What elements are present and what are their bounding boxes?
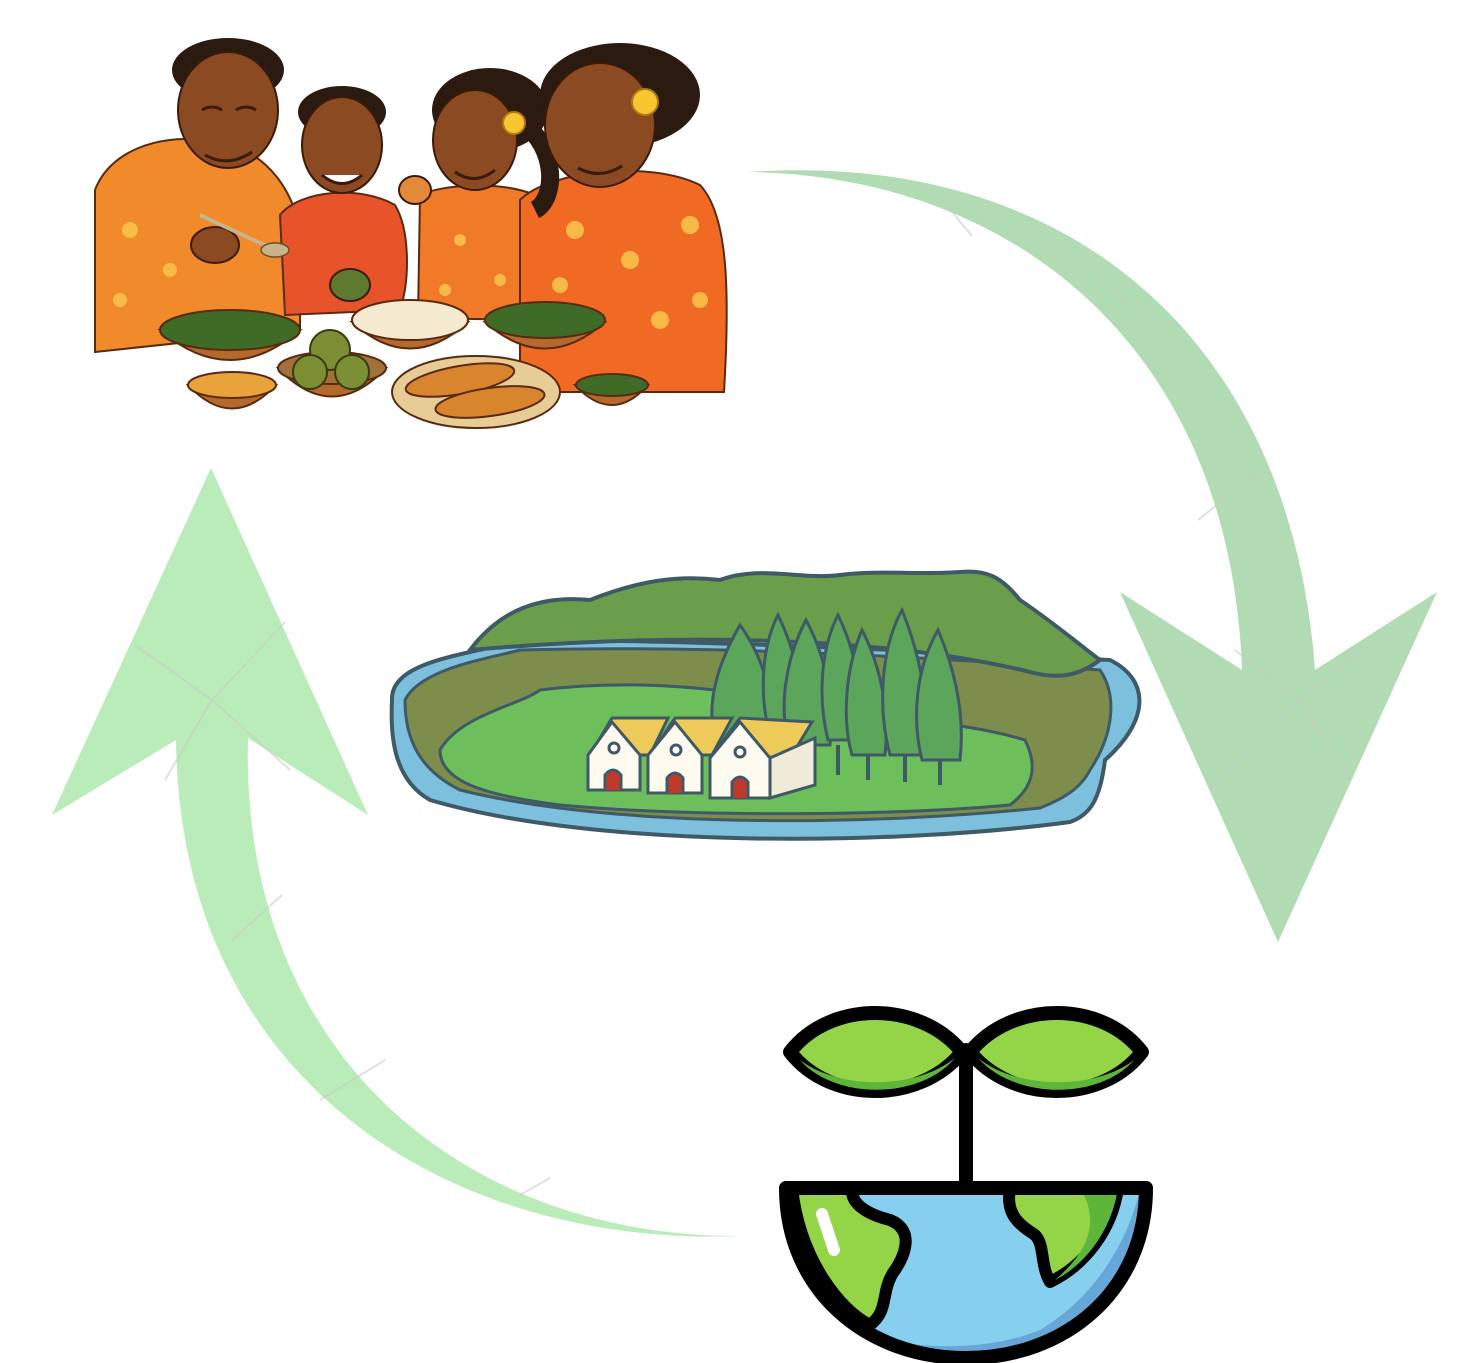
island-village-icon <box>392 572 1140 839</box>
leaf-right <box>970 1013 1142 1091</box>
leaf-left <box>790 1013 962 1091</box>
earth-sprout-icon <box>786 1013 1146 1358</box>
bowl-small-greens <box>575 374 648 405</box>
family-eating-icon <box>95 38 727 428</box>
village-houses <box>588 718 815 798</box>
daughter-hand <box>399 176 431 204</box>
bowl-balls <box>278 330 386 397</box>
son-hand <box>330 269 370 301</box>
bowl-sweets <box>188 372 276 409</box>
plate-fish <box>392 356 560 428</box>
father-hand <box>191 227 239 263</box>
bowl-rice <box>352 300 468 349</box>
mother-head <box>540 43 700 187</box>
bowl-greens-left <box>160 310 300 360</box>
half-earth <box>786 1188 1146 1358</box>
son-head <box>298 86 386 193</box>
